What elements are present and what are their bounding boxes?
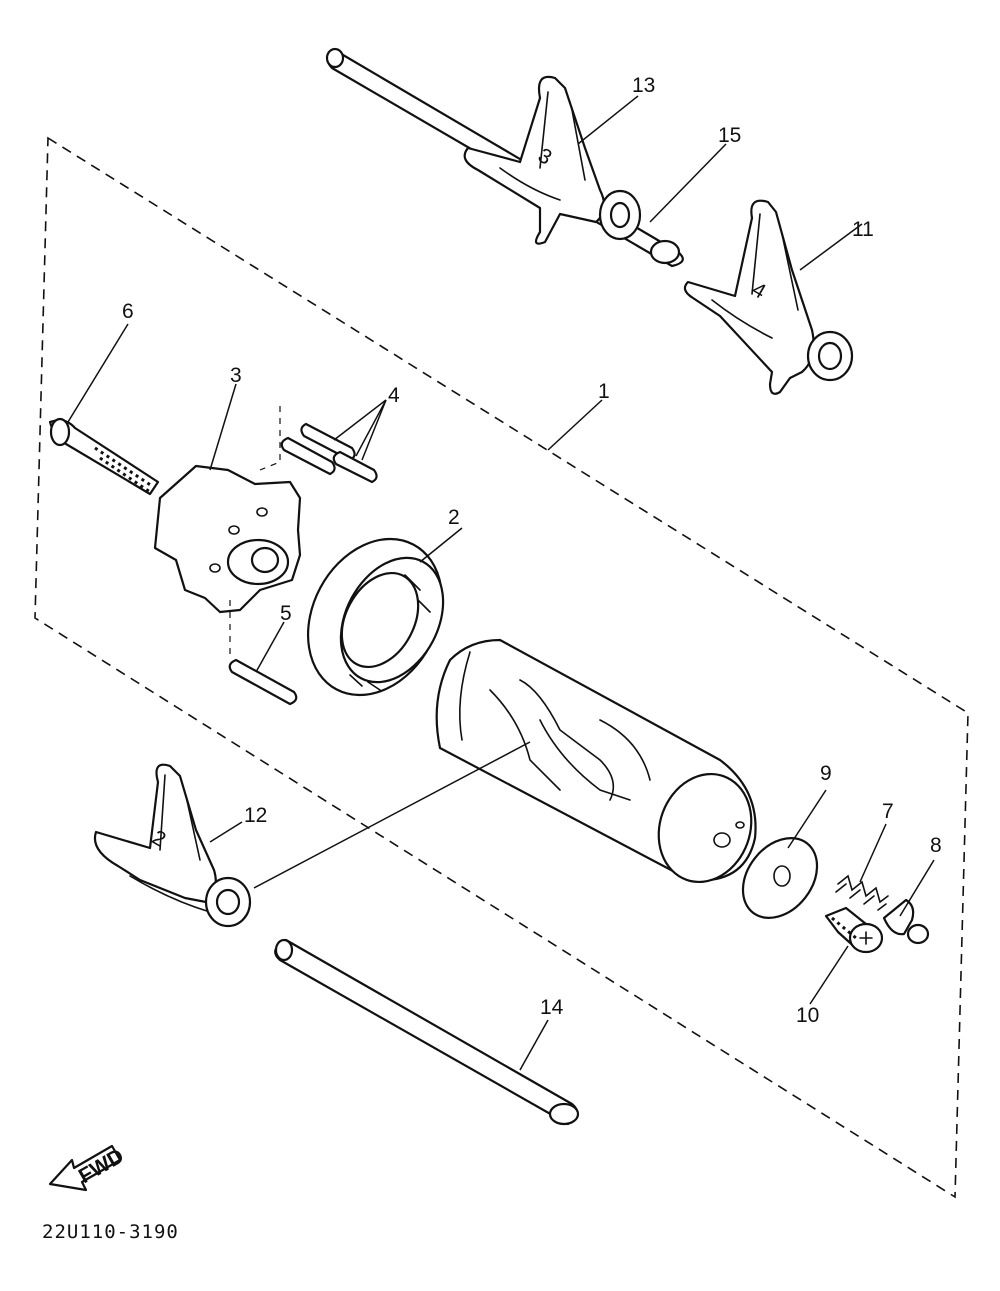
part-12-shift-fork: 2	[93, 763, 252, 928]
callout-numbers: 1 2 3 4 5 6 7 8 9 10 11 12 13 14 15	[122, 74, 942, 1027]
part-5-pin	[228, 600, 298, 706]
fwd-arrow-icon: FWD	[48, 1144, 128, 1192]
assembly-boundary	[34, 136, 969, 1199]
callout-12: 12	[244, 804, 267, 827]
part-11-shift-fork: 4	[683, 199, 854, 395]
callout-6: 6	[122, 300, 134, 323]
part-13-shift-fork: 3	[463, 75, 642, 245]
part-10-screw	[824, 906, 884, 954]
part-4-pins	[259, 406, 378, 484]
part-7-spring	[835, 874, 889, 911]
callout-4: 4	[388, 384, 400, 407]
part-3-segment	[153, 464, 302, 614]
part-8-plunger	[882, 898, 930, 945]
part-1-shift-cam	[435, 638, 757, 884]
callout-8: 8	[930, 834, 942, 857]
leader-lines	[67, 95, 935, 1071]
callout-11: 11	[852, 218, 874, 241]
callout-10: 10	[796, 1004, 819, 1027]
callout-2: 2	[448, 506, 460, 529]
drawing-code: 22U110-3190	[42, 1221, 179, 1243]
callout-14: 14	[540, 996, 564, 1019]
callout-3: 3	[230, 364, 242, 387]
part-2-bearing	[306, 537, 445, 697]
callout-7: 7	[882, 800, 894, 823]
part-6-bolt	[48, 417, 160, 496]
part-9-washer	[741, 837, 819, 919]
callout-15: 15	[718, 124, 741, 147]
callout-9: 9	[820, 762, 832, 785]
callout-13: 13	[632, 74, 655, 97]
callout-1: 1	[598, 380, 610, 403]
callout-5: 5	[280, 602, 292, 625]
part-14-guide-bar	[274, 938, 580, 1126]
